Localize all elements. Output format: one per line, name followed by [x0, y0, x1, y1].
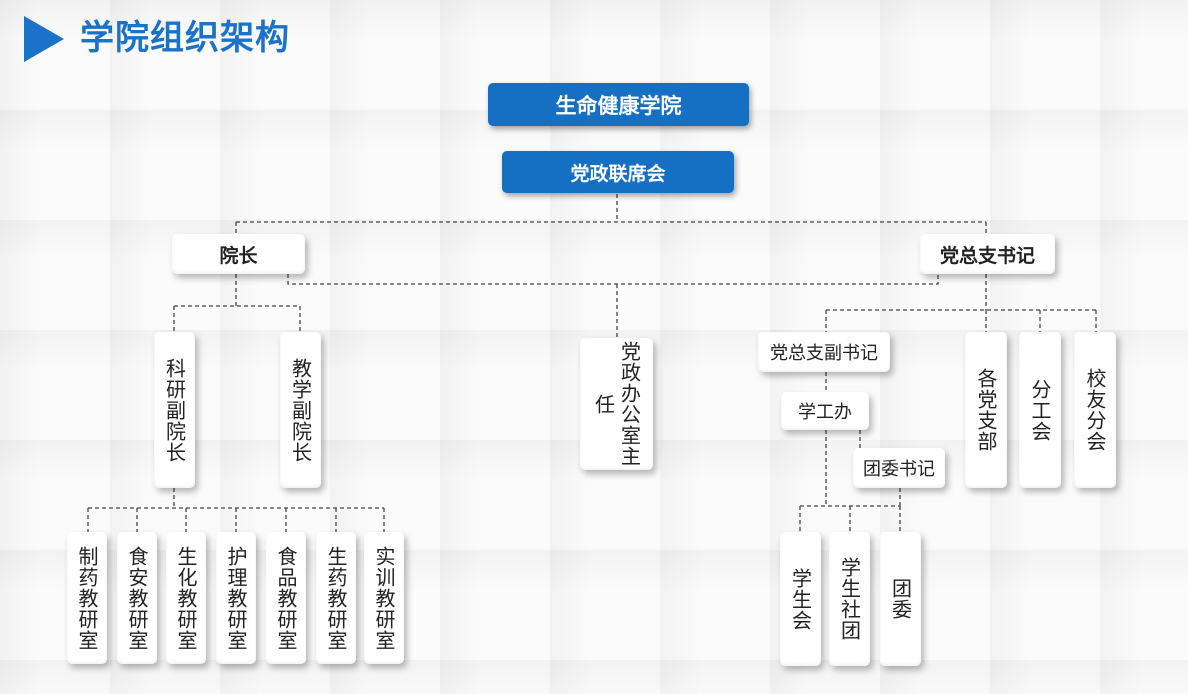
- teaching-office-node: 实训教研室: [364, 532, 404, 664]
- teaching-office-node: 食品教研室: [266, 532, 306, 664]
- vice-dean-teaching-node: 教学副院长: [280, 332, 321, 488]
- party-secretary-node: 党总支书记: [920, 234, 1055, 274]
- title-arrow-icon: [24, 16, 64, 62]
- committee-node: 党政联席会: [502, 151, 734, 193]
- student-org-node: 学生社团: [829, 532, 870, 666]
- page-title: 学院组织架构: [80, 18, 290, 58]
- office-director-node: 党政办公室主任: [580, 338, 653, 470]
- vice-dean-research-node: 科研副院长: [154, 332, 195, 488]
- party-branches-node: 各党支部: [965, 332, 1007, 488]
- student-org-node: 团委: [880, 532, 921, 666]
- student-org-node: 学生会: [780, 532, 821, 666]
- youth-league-secretary-node: 团委书记: [853, 448, 945, 488]
- alumni-branch-node: 校友分会: [1074, 332, 1116, 488]
- teaching-office-node: 护理教研室: [216, 532, 256, 664]
- deputy-party-secretary-node: 党总支副书记: [758, 332, 890, 372]
- dean-node: 院长: [172, 234, 305, 274]
- student-affairs-node: 学工办: [781, 392, 869, 430]
- college-node: 生命健康学院: [488, 83, 749, 126]
- teaching-office-node: 食安教研室: [117, 532, 157, 664]
- teaching-office-node: 制药教研室: [67, 532, 107, 664]
- teaching-office-node: 生药教研室: [316, 532, 356, 664]
- labor-union-branch-node: 分工会: [1019, 332, 1061, 488]
- teaching-office-node: 生化教研室: [166, 532, 206, 664]
